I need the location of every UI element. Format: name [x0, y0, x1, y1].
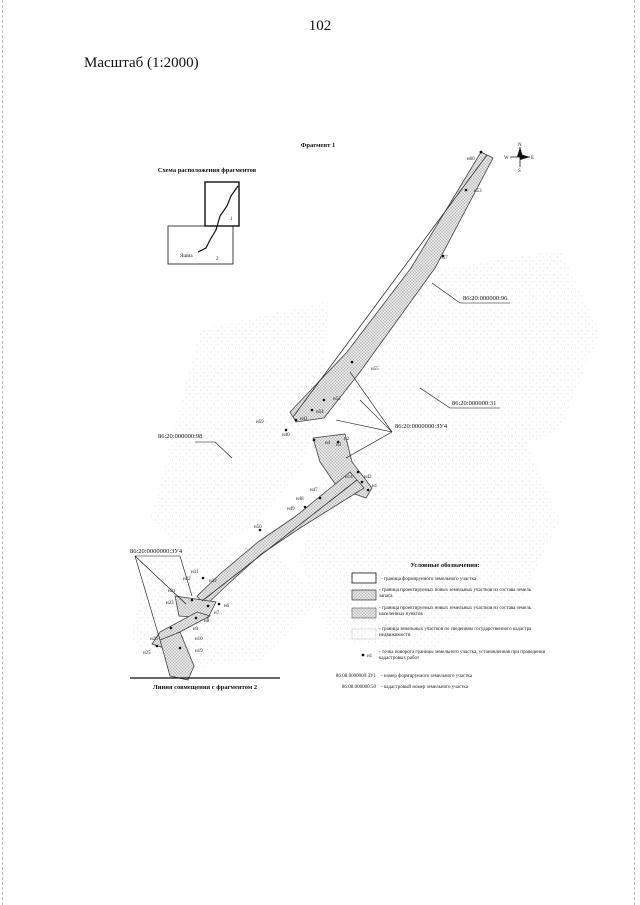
point-label-n1: н1 — [372, 484, 378, 489]
compass-w: W — [504, 156, 509, 161]
point-label-n53: н53 — [474, 189, 482, 194]
point-label-n4: н4 — [325, 441, 331, 446]
legend-item-4: - граница земельных участков по сведения… — [379, 627, 532, 638]
legend-swatch-formed — [351, 572, 377, 584]
legend-item-1: - граница формируемого земельного участк… — [381, 577, 477, 582]
combine-line-label: Линия совмещения с фрагментом 2 — [153, 684, 257, 691]
point-label-n3: н3 — [336, 443, 342, 448]
point-label-n14: н14 — [345, 475, 353, 480]
point-label-n42: н42 — [364, 475, 372, 480]
compass-rose: N S W E — [504, 143, 534, 174]
point-label-n49: н49 — [287, 507, 295, 512]
point-label-n2: н2 — [344, 437, 350, 442]
compass-s: S — [518, 169, 521, 174]
point-label-n32: н32 — [209, 579, 217, 584]
point-label-n41: н41 — [300, 417, 308, 422]
corridor-parcel — [151, 151, 494, 681]
point-label-n60: н60 — [467, 157, 475, 162]
point-labels: н60 н53 н57 н55 н59 н40 н41 н54 н52 н2 н… — [143, 157, 482, 656]
point-label-n59: н59 — [256, 420, 264, 425]
legend: Условные обозначения: - граница формируе… — [336, 562, 546, 690]
point-label-n31: н31 — [191, 570, 199, 575]
legend-item-5: - точка поворота границы земельного учас… — [379, 650, 546, 661]
parcel-label-zu4-right: 86:20:0000000:ЗУ4 — [395, 423, 448, 430]
point-label-n26: н26 — [150, 637, 158, 642]
parcel-label-31: 86:20:000000:31 — [452, 400, 496, 407]
fragment-title: Фрагмент 1 — [301, 142, 335, 149]
point-label-n25: н25 — [143, 651, 151, 656]
point-label-n9: н9 — [193, 627, 199, 632]
point-label-n40: н40 — [282, 433, 290, 438]
combine-line: Линия совмещения с фрагментом 2 — [130, 677, 280, 691]
inset-fragment-1: 1 — [230, 217, 233, 222]
inset-settlement: Яшма — [180, 254, 193, 259]
legend-title: Условные обозначения: — [410, 562, 479, 569]
point-label-n54: н54 — [316, 410, 324, 415]
parcel-label-zu4-left: 86:20:0000000:ЗУ4 — [130, 548, 183, 555]
point-label-n7: н7 — [214, 611, 220, 616]
point-label-n21: н21 — [168, 589, 176, 594]
point-label-n23: н23 — [166, 601, 174, 606]
legend-point-sample-dot — [361, 653, 365, 657]
legend-sample-zu: 86:08:0000000:ЗУ1 — [336, 674, 377, 679]
legend-swatch-reserve — [351, 589, 377, 601]
scale-label: Масштаб (1:2000) — [84, 55, 199, 71]
point-label-n22: н22 — [183, 577, 191, 582]
compass-n: N — [518, 143, 522, 148]
parcel-label-96: 86:20:000000:96 — [463, 295, 508, 302]
point-label-n19: н19 — [195, 649, 203, 654]
inset-scheme: Схема расположения фрагментов 1 2 Яшма — [158, 167, 257, 265]
legend-sample-cad: 86:08:000000:50 — [342, 685, 377, 690]
compass-e: E — [531, 156, 534, 161]
point-label-n47: н47 — [310, 488, 318, 493]
legend-item-7: - кадастровый номер земельного участка — [381, 685, 469, 690]
point-label-n50: н50 — [254, 525, 262, 530]
boundary-points — [155, 150, 483, 650]
point-label-n55: н55 — [371, 367, 379, 372]
legend-item-6: - номер формируемого земельного участка — [381, 674, 473, 679]
point-label-n52: н52 — [333, 397, 341, 402]
point-label-n57: н57 — [440, 256, 448, 261]
point-label-n48: н48 — [296, 497, 304, 502]
legend-point-sample: н1 — [367, 654, 373, 659]
point-label-n10: н10 — [195, 637, 203, 642]
left-margin-line — [2, 0, 3, 905]
legend-swatch-gkn — [351, 628, 377, 640]
point-label-n8: н8 — [204, 619, 210, 624]
inset-fragment-2: 2 — [216, 257, 219, 262]
legend-item-2: - граница проектируемых новых земельных … — [379, 588, 531, 599]
legend-swatch-settlement — [351, 607, 377, 619]
point-label-n6: н6 — [224, 604, 230, 609]
page-number: 102 — [308, 18, 332, 34]
parcel-label-98: 86:20:000000:98 — [158, 433, 202, 440]
inset-title: Схема расположения фрагментов — [158, 167, 257, 174]
legend-item-3: - граница проектируемых новых земельных … — [379, 606, 531, 617]
right-margin-line — [634, 0, 635, 905]
leader-lines — [134, 282, 510, 641]
